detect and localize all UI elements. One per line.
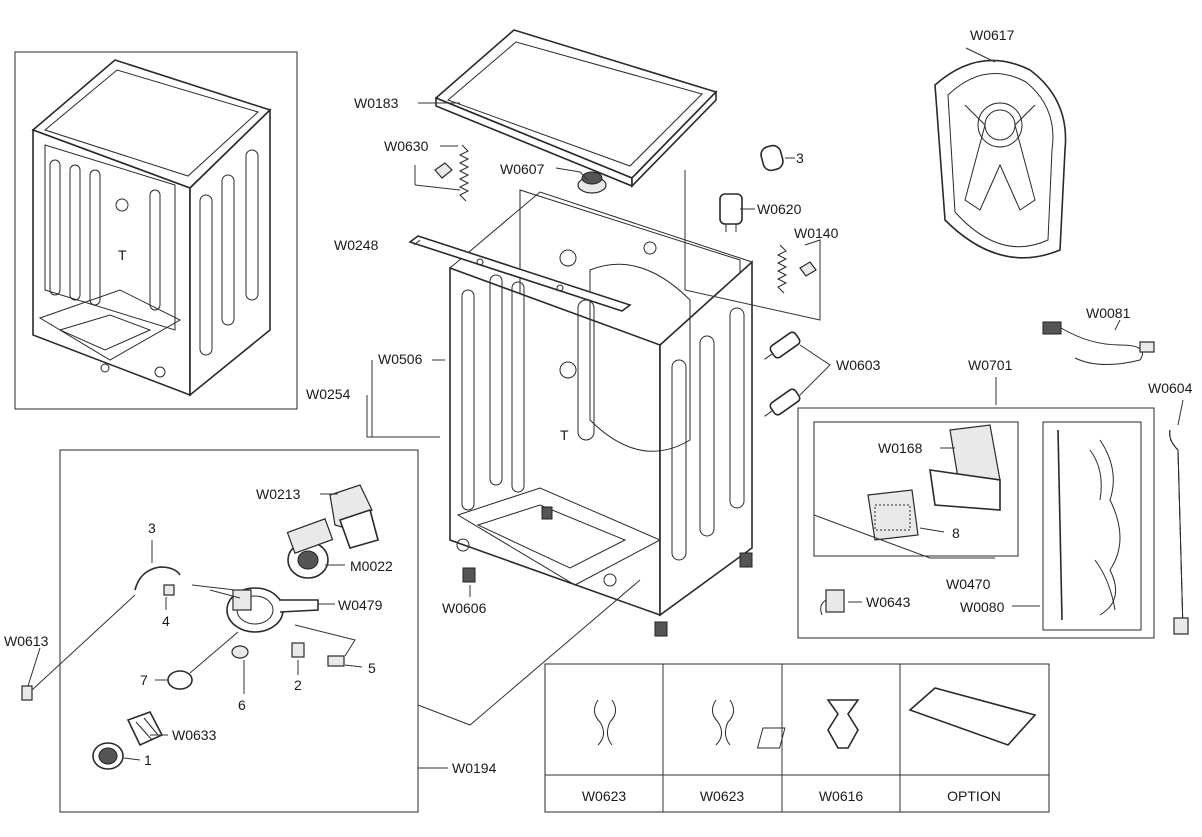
svg-text:T: T <box>560 427 569 443</box>
label-w0633: W0633 <box>172 727 217 743</box>
svg-text:T: T <box>118 247 127 263</box>
label-w0183: W0183 <box>354 95 399 111</box>
label-8: 8 <box>952 525 960 541</box>
label-w0630: W0630 <box>384 138 429 154</box>
label-2: 2 <box>294 677 302 693</box>
option-cell-3: W0616 <box>819 788 864 804</box>
label-w0140: W0140 <box>794 225 839 241</box>
option-table <box>544 663 1050 813</box>
label-w0168: W0168 <box>878 440 923 456</box>
label-w0643: W0643 <box>866 594 911 610</box>
dispenser-cap-part <box>577 171 607 194</box>
label-5: 5 <box>368 660 376 676</box>
drain-hose-part <box>1169 429 1189 635</box>
label-3-left: 3 <box>148 520 156 536</box>
label-w0617: W0617 <box>970 27 1015 43</box>
label-w0213: W0213 <box>256 486 301 502</box>
callout-labels: W0617 W0183 W0630 W0607 3 W0620 W0140 W0… <box>4 27 1193 804</box>
label-w0506: W0506 <box>378 351 423 367</box>
main-cabinet-part: T <box>449 189 753 637</box>
label-3-top: 3 <box>796 150 804 166</box>
rear-panel-part <box>934 59 1067 259</box>
label-w0081: W0081 <box>1086 305 1131 321</box>
option-cell-1: W0623 <box>582 788 627 804</box>
label-w0604: W0604 <box>1148 380 1193 396</box>
crossbar-part <box>408 235 632 312</box>
label-7: 7 <box>140 672 148 688</box>
label-w0701: W0701 <box>968 357 1013 373</box>
label-w0254: W0254 <box>306 386 351 402</box>
springs-part <box>434 144 817 294</box>
ring-part <box>760 144 784 172</box>
label-w0607: W0607 <box>500 161 545 177</box>
label-4: 4 <box>162 613 170 629</box>
label-w0470: W0470 <box>946 576 991 592</box>
pump-group-box <box>21 449 419 813</box>
pcb-group-box <box>797 407 1155 639</box>
label-1: 1 <box>144 752 152 768</box>
label-6: 6 <box>238 697 246 713</box>
label-w0613: W0613 <box>4 633 49 649</box>
assembled-cabinet-inset: T <box>14 51 298 410</box>
option-cell-4: OPTION <box>947 788 1001 804</box>
option-cell-2: W0623 <box>700 788 745 804</box>
top-cover-part <box>434 29 718 188</box>
label-w0606: W0606 <box>442 600 487 616</box>
label-m0022: M0022 <box>350 558 393 574</box>
capacitor-part <box>719 193 743 232</box>
label-w0194: W0194 <box>452 760 497 776</box>
label-w0080: W0080 <box>960 599 1005 615</box>
label-w0603: W0603 <box>836 357 881 373</box>
power-cable-part <box>1042 321 1155 366</box>
leader-lines <box>27 47 1184 769</box>
label-w0248: W0248 <box>334 237 379 253</box>
label-w0479: W0479 <box>338 597 383 613</box>
damper-parts <box>764 331 801 417</box>
label-w0620: W0620 <box>757 201 802 217</box>
